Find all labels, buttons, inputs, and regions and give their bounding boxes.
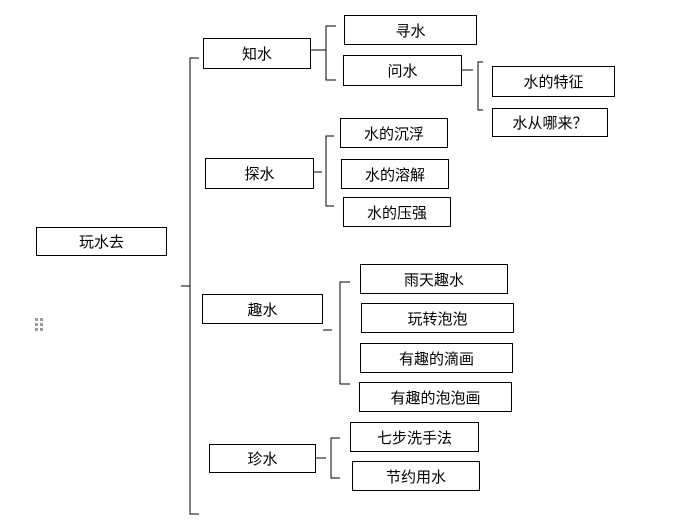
- zhenshui-bracket: [316, 437, 340, 479]
- leaf-node-handwashing: 七步洗手法: [350, 422, 479, 452]
- leaf-node-dissolve: 水的溶解: [341, 159, 449, 189]
- tanshui-bracket: [314, 135, 334, 207]
- grip-dot: [35, 328, 38, 331]
- leaf-node-xunshui: 寻水: [344, 15, 477, 45]
- branch-node-zhenshui: 珍水: [209, 444, 316, 473]
- leaf-node-wenshui: 问水: [343, 55, 462, 86]
- leaf-node-water-features: 水的特征: [492, 66, 615, 97]
- leaf-node-water-origin: 水从哪来？: [492, 108, 608, 137]
- branch-node-zhishui: 知水: [203, 38, 311, 69]
- grip-dot: [40, 323, 43, 326]
- drag-handle-icon[interactable]: [35, 318, 45, 332]
- zhishui-bracket: [311, 25, 336, 81]
- qushui-bracket: [323, 281, 350, 385]
- leaf-node-drip-painting: 有趣的滴画: [360, 343, 513, 373]
- leaf-node-sink-float: 水的沉浮: [340, 118, 448, 148]
- grip-dot: [40, 318, 43, 321]
- branch-node-tanshui: 探水: [205, 158, 314, 189]
- leaf-node-save-water: 节约用水: [352, 461, 480, 491]
- leaf-node-pressure: 水的压强: [343, 197, 451, 227]
- grip-dot: [35, 323, 38, 326]
- leaf-node-bubbles: 玩转泡泡: [361, 303, 514, 333]
- grip-dot: [40, 328, 43, 331]
- branch-node-qushui: 趣水: [202, 294, 323, 324]
- leaf-node-bubble-painting: 有趣的泡泡画: [359, 382, 512, 412]
- leaf-node-rainy-day: 雨天趣水: [360, 264, 508, 294]
- wenshui-bracket: [462, 61, 483, 111]
- grip-dot: [35, 318, 38, 321]
- root-node: 玩水去: [36, 227, 167, 256]
- root-bracket: [181, 57, 199, 515]
